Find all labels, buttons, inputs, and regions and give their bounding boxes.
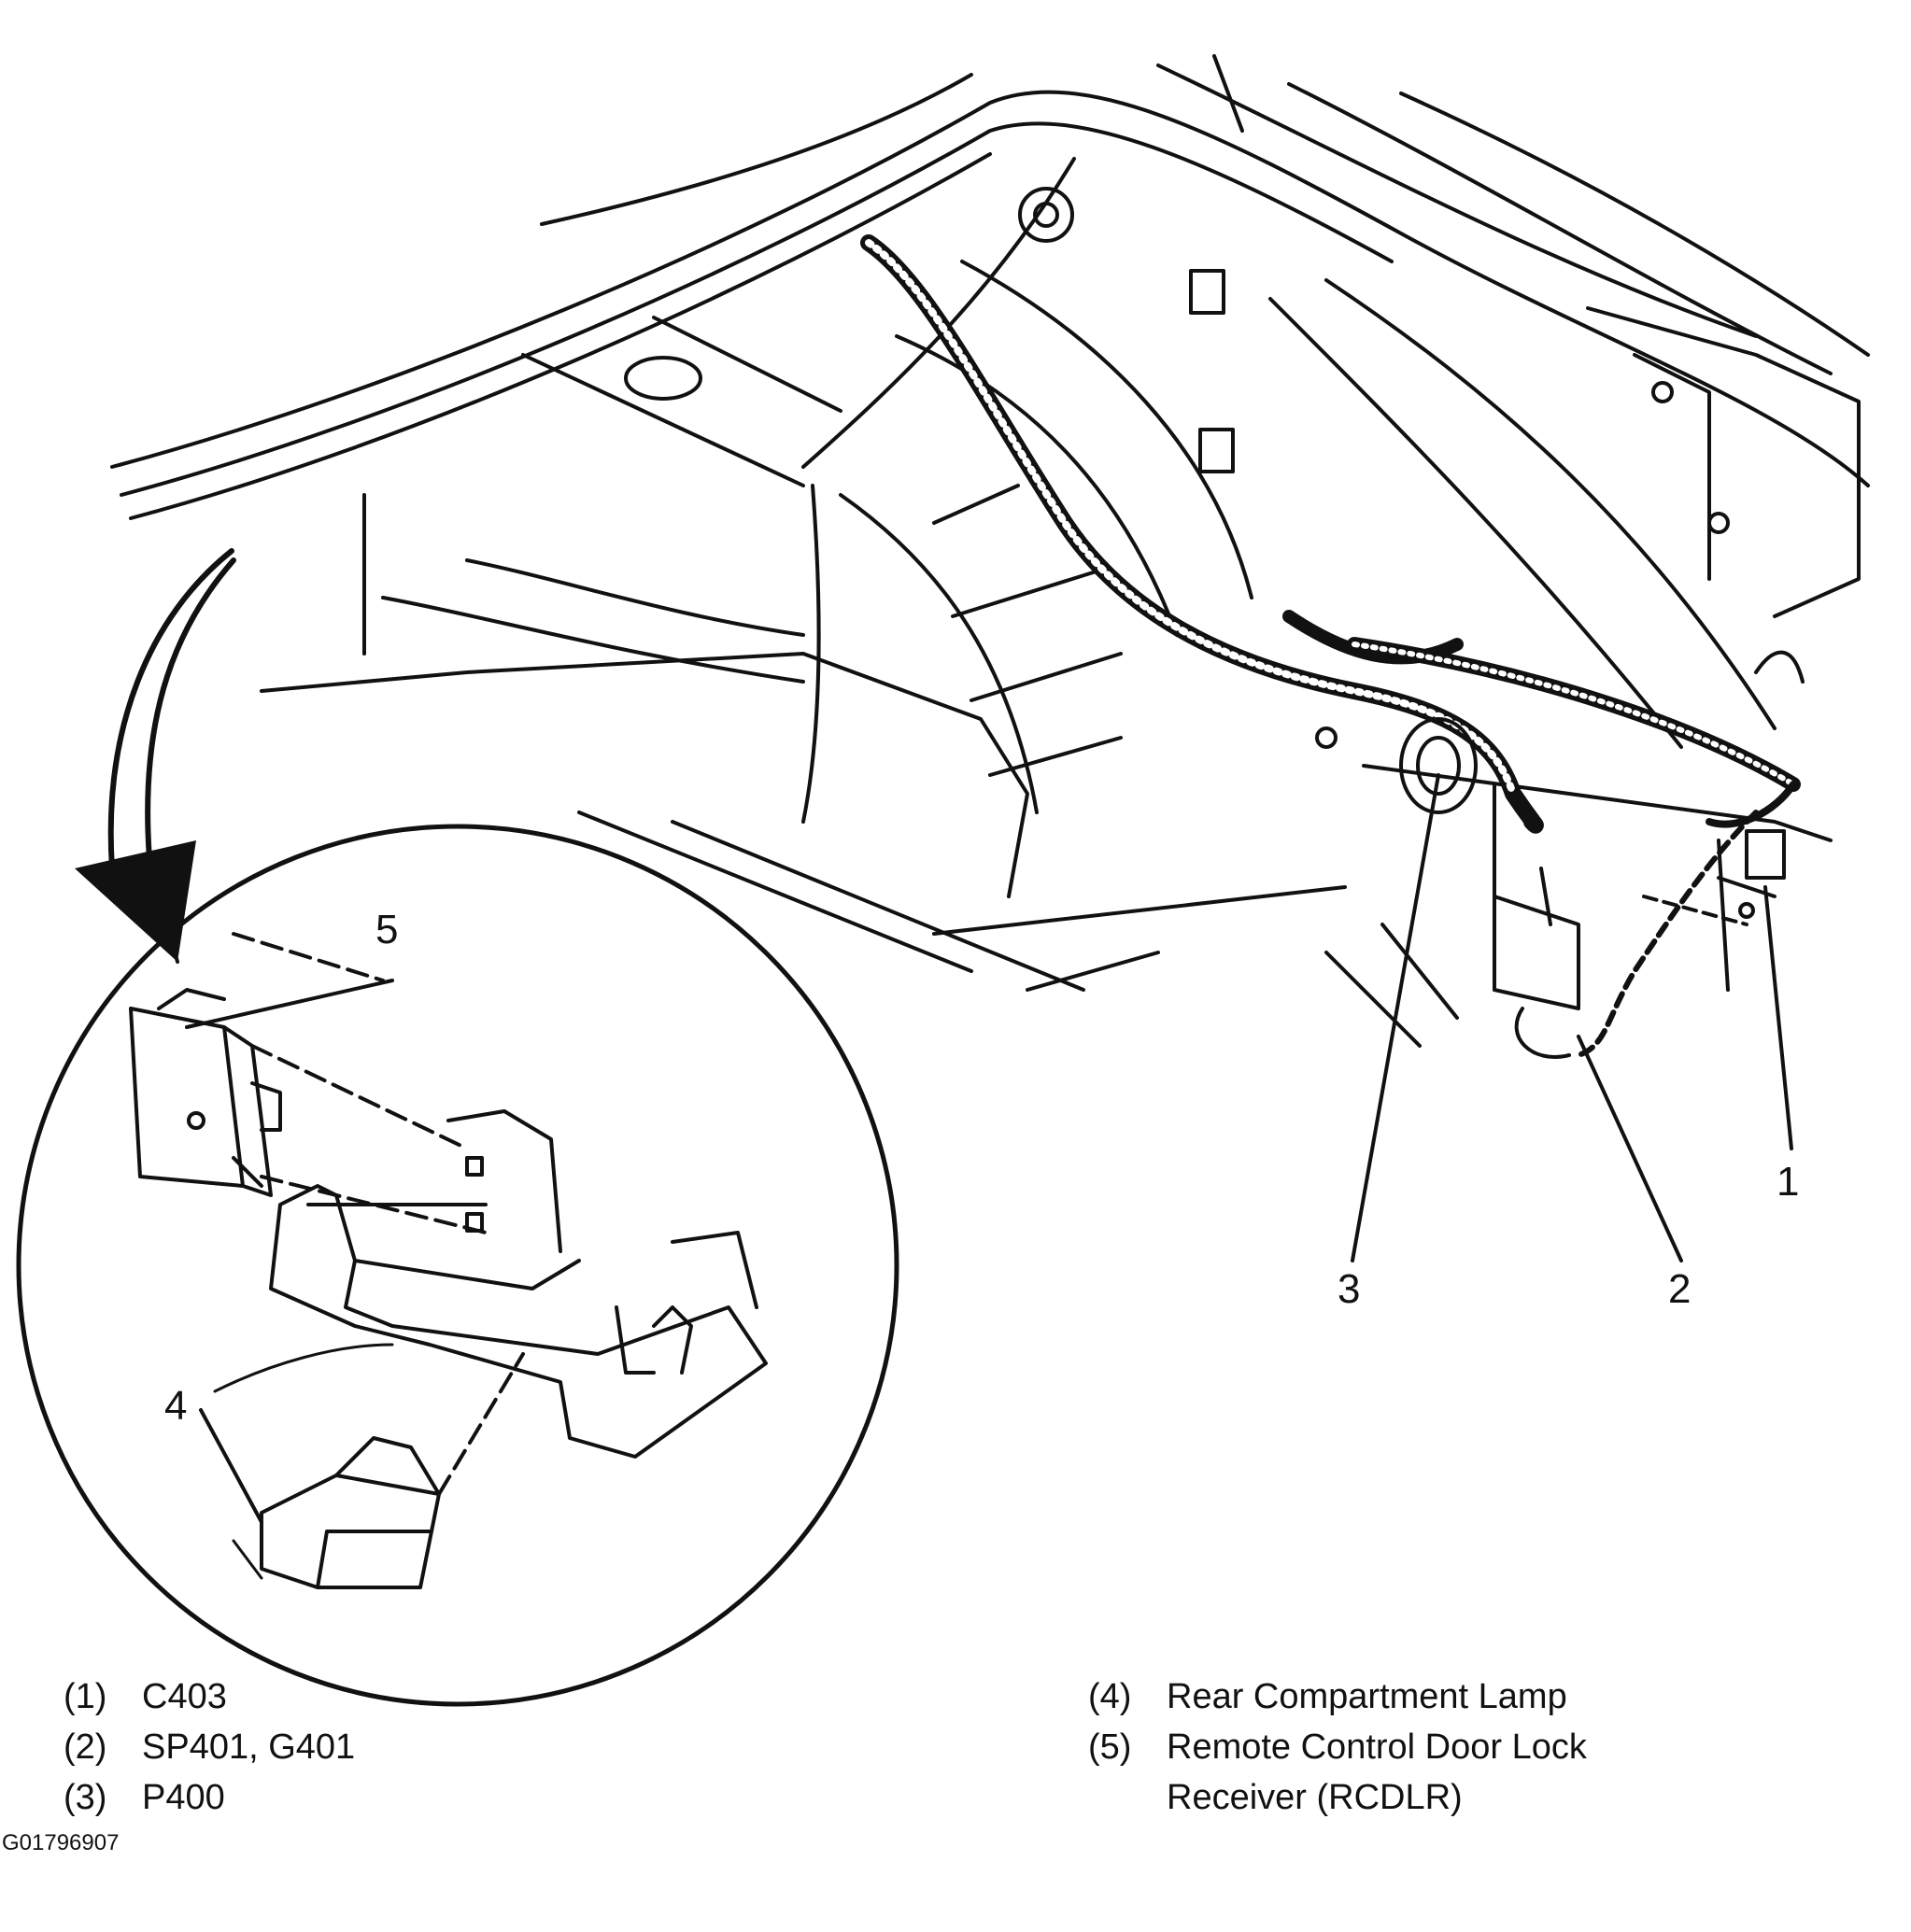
legend-label: P400 bbox=[142, 1778, 225, 1817]
connector-c403 bbox=[1642, 829, 1786, 926]
legend-item-5: (5) Remote Control Door Lock Receiver (R… bbox=[1088, 1722, 1587, 1823]
legend-number: (1) bbox=[64, 1677, 107, 1716]
legend-item-1: (1) C403 bbox=[64, 1671, 355, 1722]
callout-5: 5 bbox=[375, 907, 398, 952]
legend-label: C403 bbox=[142, 1677, 227, 1716]
legend-label: SP401, G401 bbox=[142, 1728, 356, 1767]
detail-circle bbox=[16, 824, 899, 1707]
legend-item-2: (2) SP401, G401 bbox=[64, 1722, 355, 1772]
legend-number: (4) bbox=[1088, 1677, 1132, 1716]
legend-right: (4) Rear Compartment Lamp (5) Remote Con… bbox=[1088, 1671, 1587, 1823]
legend-number: (3) bbox=[64, 1778, 107, 1817]
legend-number: (5) bbox=[1088, 1728, 1132, 1767]
body-outline bbox=[110, 54, 1870, 520]
ground-splice bbox=[1493, 867, 1580, 1059]
quarter-panel bbox=[1268, 278, 1861, 992]
legend-label: Remote Control Door Lock Receiver (RCDLR… bbox=[1167, 1728, 1587, 1817]
legend-label: Rear Compartment Lamp bbox=[1167, 1677, 1567, 1716]
wheel-house bbox=[801, 157, 1253, 824]
legend-item-4: (4) Rear Compartment Lamp bbox=[1088, 1671, 1587, 1722]
legend-item-3: (3) P400 bbox=[64, 1772, 355, 1823]
callout-leaders bbox=[1351, 773, 1793, 1262]
callout-2: 2 bbox=[1668, 1266, 1691, 1312]
rear-compartment-lamp bbox=[213, 1343, 525, 1589]
lamp-bracket bbox=[269, 1109, 768, 1459]
detail-leaders bbox=[185, 932, 488, 1580]
figure-id: G01796907 bbox=[2, 1830, 120, 1855]
detail-arrow bbox=[75, 548, 236, 964]
legend-number: (2) bbox=[64, 1728, 107, 1767]
legend-left: (1) C403 (2) SP401, G401 (3) P400 bbox=[64, 1671, 355, 1823]
callout-3: 3 bbox=[1338, 1266, 1360, 1312]
rcdlr-receiver bbox=[129, 988, 282, 1197]
callout-4: 4 bbox=[164, 1383, 187, 1429]
trunk-floor bbox=[260, 316, 1459, 1048]
callout-1: 1 bbox=[1777, 1159, 1799, 1205]
grommet-p400 bbox=[1399, 717, 1478, 814]
